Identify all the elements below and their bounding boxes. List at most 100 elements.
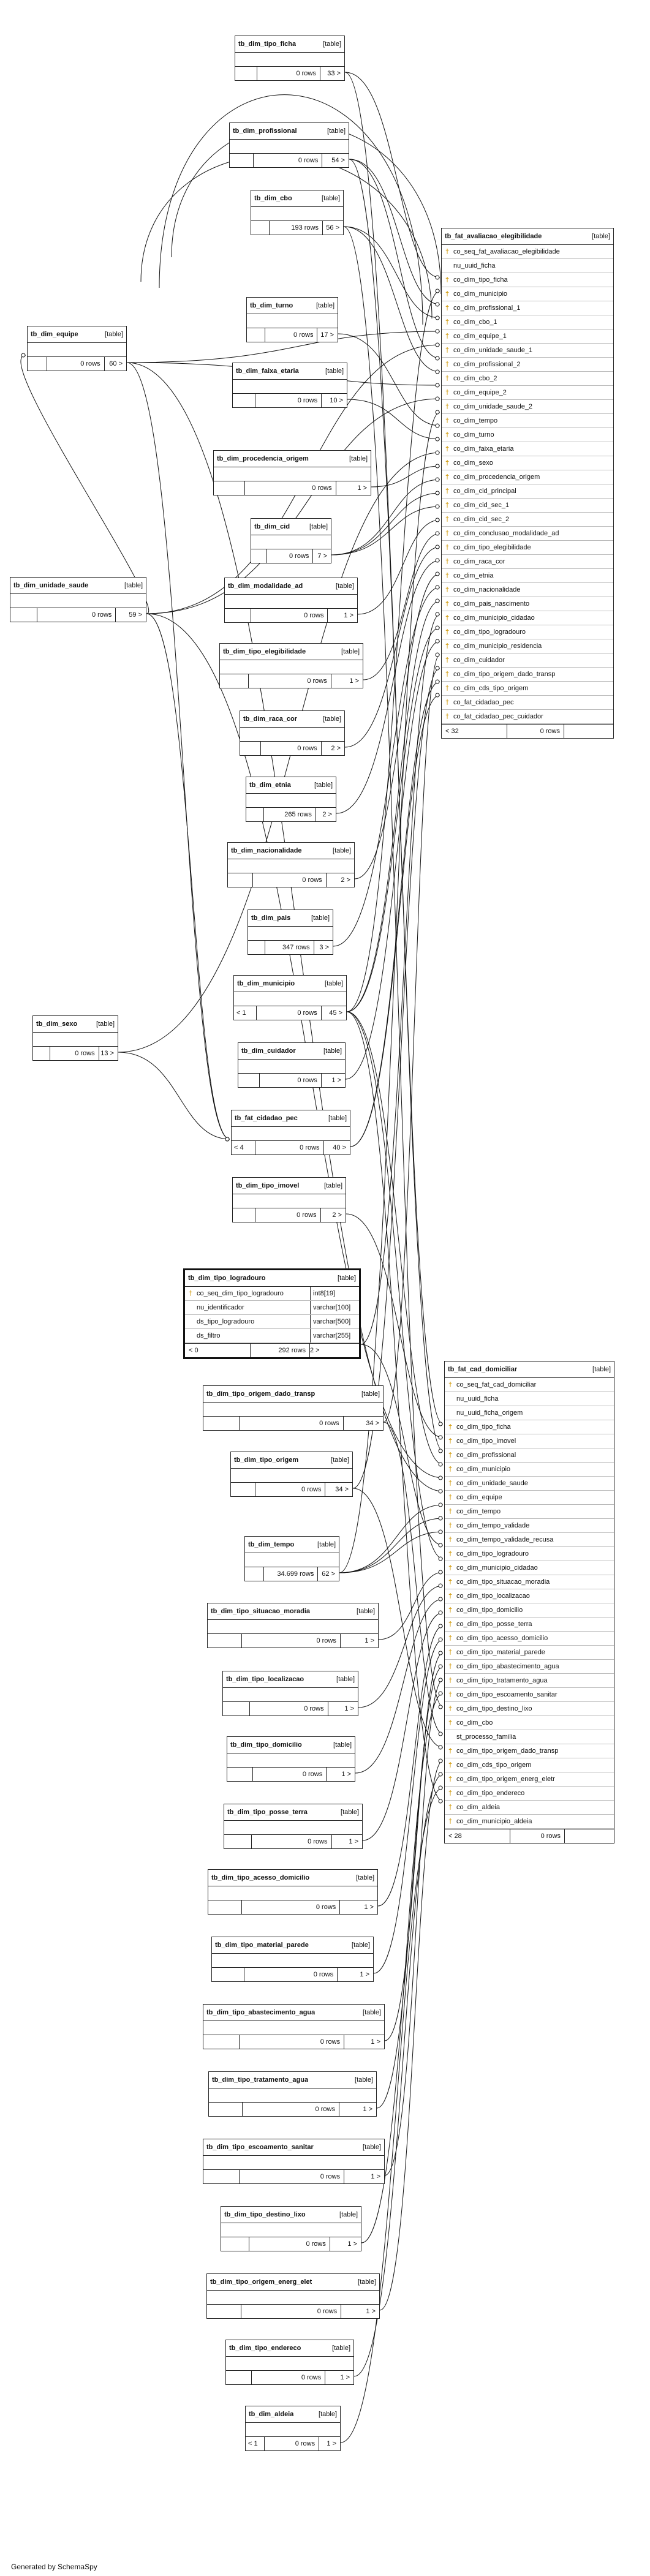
- children-count[interactable]: 34 >: [366, 1420, 379, 1427]
- parents-count[interactable]: [240, 742, 261, 755]
- children-count[interactable]: 10 >: [330, 397, 343, 404]
- table-tb-dim-tipo-acesso-domicilio[interactable]: tb_dim_tipo_acesso_domicilio[table]0 row…: [208, 1869, 378, 1915]
- parents-count[interactable]: [233, 394, 256, 407]
- column-row[interactable]: †co_dim_raca_cor: [442, 555, 613, 569]
- table-name[interactable]: tb_fat_avaliacao_elegibilidade: [445, 233, 542, 240]
- children-count[interactable]: 1 >: [344, 612, 353, 619]
- column-row[interactable]: †co_dim_tipo_logradouro: [445, 1547, 614, 1561]
- children-count[interactable]: 1 >: [371, 2038, 380, 2046]
- column-row[interactable]: †co_dim_tipo_origem_energ_eletr: [445, 1772, 614, 1787]
- parents-count[interactable]: [214, 481, 246, 495]
- column-row[interactable]: †co_dim_tempo: [445, 1505, 614, 1519]
- parents-count[interactable]: < 32: [442, 725, 507, 738]
- children-count[interactable]: 17 >: [320, 331, 334, 339]
- column-row[interactable]: †co_dim_unidade_saude_1: [442, 344, 613, 358]
- table-name[interactable]: tb_dim_aldeia: [249, 2411, 294, 2418]
- table-name[interactable]: tb_dim_cbo: [254, 195, 292, 202]
- parents-count[interactable]: [208, 1900, 243, 1914]
- children-count[interactable]: 1 >: [360, 1971, 369, 1978]
- column-row[interactable]: †co_dim_municipio: [442, 287, 613, 301]
- children-count[interactable]: 40 >: [333, 1144, 346, 1151]
- parents-count[interactable]: [230, 154, 254, 167]
- children-count[interactable]: 2 >: [331, 745, 341, 752]
- column-row[interactable]: †co_dim_tempo: [442, 414, 613, 428]
- column-row[interactable]: †co_dim_cid_sec_2: [442, 513, 613, 527]
- table-name[interactable]: tb_dim_tipo_abastecimento_agua: [206, 2009, 316, 2016]
- parents-count[interactable]: < 1: [246, 2437, 265, 2450]
- children-count[interactable]: 34 >: [335, 1486, 349, 1493]
- column-row[interactable]: nu_uuid_ficha_origem: [445, 1406, 614, 1420]
- parents-count[interactable]: [225, 609, 252, 622]
- table-name[interactable]: tb_dim_tipo_logradouro: [188, 1275, 266, 1282]
- children-count[interactable]: 3 >: [319, 944, 329, 951]
- column-row[interactable]: †co_dim_tipo_posse_terra: [445, 1618, 614, 1632]
- column-row[interactable]: †co_fat_cidadao_pec: [442, 696, 613, 710]
- table-tb-dim-tipo-origem-energ-elet[interactable]: tb_dim_tipo_origem_energ_elet[table]0 ro…: [206, 2273, 380, 2319]
- column-row[interactable]: †co_dim_tipo_logradouro: [442, 625, 613, 639]
- table-name[interactable]: tb_dim_profissional: [233, 127, 297, 135]
- column-row[interactable]: †co_dim_tipo_endereco: [445, 1787, 614, 1801]
- children-count[interactable]: 60 >: [109, 360, 123, 367]
- column-row[interactable]: †co_dim_tipo_domicilio: [445, 1603, 614, 1618]
- parents-count[interactable]: [207, 2305, 242, 2318]
- table-name[interactable]: tb_dim_tipo_endereco: [229, 2344, 301, 2352]
- table-name[interactable]: tb_dim_tipo_origem_energ_elet: [210, 2278, 312, 2286]
- parents-count[interactable]: [221, 2237, 249, 2251]
- children-count[interactable]: 2 >: [332, 1211, 342, 1219]
- column-row[interactable]: †co_dim_tipo_destino_lixo: [445, 1702, 614, 1716]
- children-count[interactable]: 1 >: [349, 1838, 358, 1845]
- parents-count[interactable]: [247, 328, 265, 342]
- parents-count[interactable]: [223, 1702, 250, 1715]
- table-name[interactable]: tb_dim_tipo_posse_terra: [227, 1809, 308, 1816]
- column-row[interactable]: st_processo_familia: [445, 1730, 614, 1744]
- column-row[interactable]: †co_dim_equipe_2: [442, 386, 613, 400]
- column-row[interactable]: †co_dim_equipe_1: [442, 330, 613, 344]
- table-name[interactable]: tb_dim_tempo: [248, 1541, 295, 1548]
- parents-count[interactable]: < 1: [234, 1006, 257, 1020]
- parents-count[interactable]: < 0: [185, 1344, 251, 1357]
- children-count[interactable]: 1 >: [349, 677, 359, 685]
- column-row[interactable]: nu_uuid_ficha: [442, 259, 613, 273]
- column-row[interactable]: †co_seq_fat_cad_domiciliar: [445, 1378, 614, 1392]
- column-row[interactable]: †co_dim_municipio_cidadao: [442, 611, 613, 625]
- table-tb-dim-tipo-situacao-moradia[interactable]: tb_dim_tipo_situacao_moradia[table]0 row…: [207, 1603, 379, 1648]
- table-name[interactable]: tb_dim_faixa_etaria: [236, 367, 299, 375]
- parents-count[interactable]: [224, 1835, 252, 1848]
- column-row[interactable]: †co_dim_cid_principal: [442, 484, 613, 499]
- children-count[interactable]: 1 >: [365, 1637, 374, 1644]
- parents-count[interactable]: [33, 1047, 50, 1060]
- children-count[interactable]: 1 >: [331, 1077, 341, 1084]
- table-name[interactable]: tb_dim_tipo_situacao_moradia: [211, 1608, 310, 1615]
- children-count[interactable]: [564, 725, 613, 738]
- children-count[interactable]: 54 >: [331, 157, 345, 164]
- column-row[interactable]: †co_dim_cbo_1: [442, 315, 613, 330]
- children-count[interactable]: 1 >: [363, 2106, 372, 2113]
- column-row[interactable]: †co_dim_tipo_origem_dado_transp: [442, 668, 613, 682]
- column-row[interactable]: †co_dim_unidade_saude: [445, 1477, 614, 1491]
- table-tb-dim-tipo-logradouro[interactable]: tb_dim_tipo_logradouro[table]†co_seq_dim…: [183, 1268, 361, 1359]
- table-name[interactable]: tb_dim_etnia: [249, 781, 291, 789]
- column-row[interactable]: †co_dim_municipio_aldeia: [445, 1815, 614, 1829]
- column-row[interactable]: †co_dim_cds_tipo_origem: [445, 1758, 614, 1772]
- column-row[interactable]: †co_dim_tipo_imovel: [445, 1434, 614, 1448]
- table-name[interactable]: tb_dim_tipo_material_parede: [215, 1941, 309, 1949]
- parents-count[interactable]: [220, 674, 249, 688]
- children-count[interactable]: 7 >: [317, 552, 327, 560]
- children-count[interactable]: 2 >: [341, 876, 350, 884]
